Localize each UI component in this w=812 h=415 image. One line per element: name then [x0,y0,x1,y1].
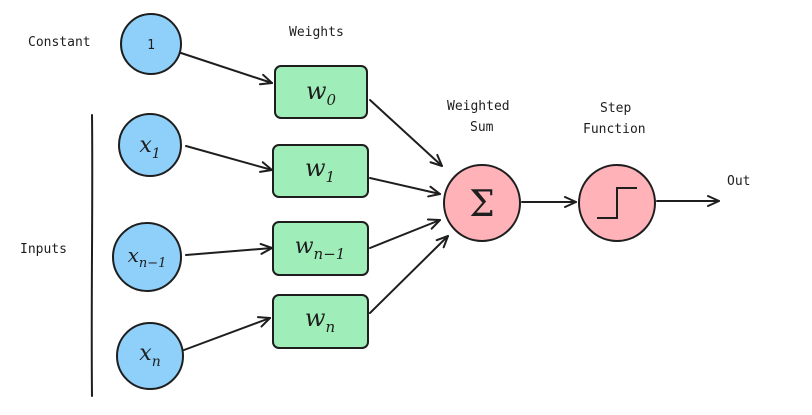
edge-x1-to-w1 [185,145,273,173]
edge-xn-to-wn [183,316,271,351]
svg-text:wn: wn [305,304,335,336]
weight-box-wn: wn [272,294,369,349]
input-x1-var: x [139,133,152,158]
input-xn1-sub: n−1 [139,256,167,271]
input-xn-var: x [139,341,152,366]
weight-box-w1: w1 [272,144,369,198]
edge-xn1-to-wn1 [185,242,273,256]
weight-wn1-var: w [295,234,314,259]
weight-w1-sub: 1 [326,168,336,186]
svg-text:xn−1: xn−1 [128,243,167,271]
weight-wn-var: w [305,304,326,332]
out-label: Out [727,174,750,189]
weight-w0-var: w [306,77,327,105]
input-node-x1: x1 [118,113,182,177]
input-xn-sub: n [152,354,161,370]
weight-w1-var: w [305,154,326,182]
weight-wn1-sub: n−1 [314,245,346,263]
input-node-xn: xn [116,322,184,390]
constant-label: Constant [28,35,91,50]
weight-box-wn1: wn−1 [272,221,369,276]
edge-wn-to-sum [369,235,449,314]
step-function-label-line1: Step [600,101,631,116]
step-function-label-line2: Function [583,122,646,137]
input-xn1-var: x [128,243,139,267]
edge-w0-to-sum [369,99,443,167]
input-node-xn1: xn−1 [112,222,182,292]
svg-text:w1: w1 [305,154,335,186]
input-x1-sub: 1 [152,146,161,162]
svg-text:xn: xn [139,341,160,370]
inputs-label: Inputs [20,242,67,257]
weighted-sum-node: Σ [443,164,521,242]
weighted-sum-label-line1: Weighted [447,99,510,114]
svg-text:w0: w0 [306,77,337,109]
constant-node: 1 [120,13,182,75]
step-function-icon [597,187,637,219]
sum-symbol: Σ [469,184,494,225]
svg-text:x1: x1 [139,133,160,162]
edge-wn1-to-sum [369,218,441,249]
weights-label: Weights [289,25,344,40]
inputs-bracket-line [90,114,94,397]
weighted-sum-label-line2: Sum [470,120,494,135]
svg-text:wn−1: wn−1 [295,234,346,263]
weight-wn-sub: n [325,318,335,336]
edge-constant-to-w0 [180,52,273,86]
constant-value: 1 [147,38,155,53]
weight-box-w0: w0 [274,65,368,119]
step-function-node [578,164,656,242]
edge-w1-to-sum [369,177,441,198]
weight-w0-sub: 0 [327,91,337,109]
